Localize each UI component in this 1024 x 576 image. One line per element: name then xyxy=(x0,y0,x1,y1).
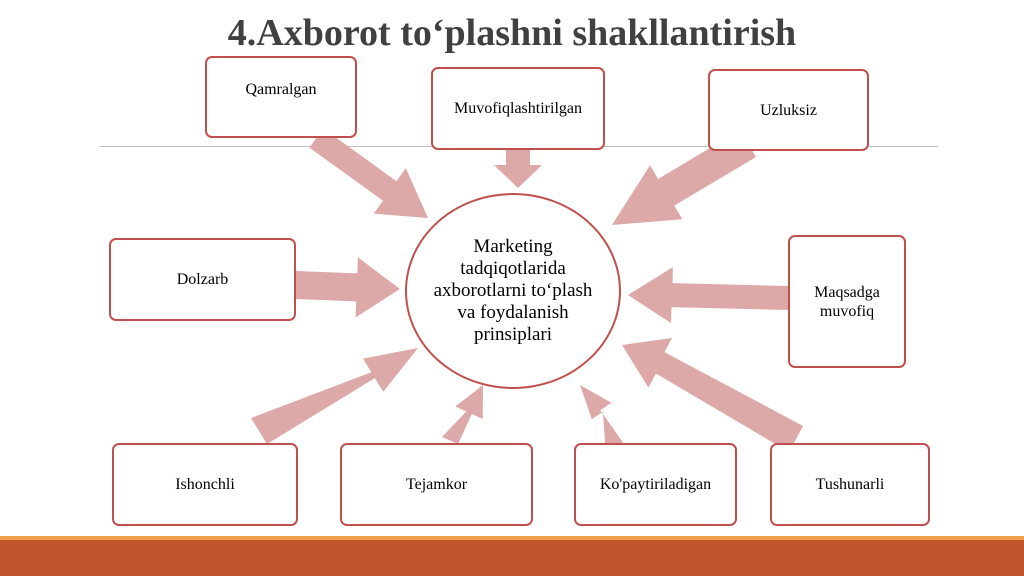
node-uzluksiz: Uzluksiz xyxy=(708,69,869,151)
node-ko-paytiriladigan: Ko'paytiriladigan xyxy=(574,443,737,526)
node-tushunarli: Tushunarli xyxy=(770,443,930,526)
node-tejamkor: Tejamkor xyxy=(340,443,533,526)
node-muvofiqlashtirilgan: Muvofiqlashtirilgan xyxy=(431,67,605,150)
arrow-tejamkor xyxy=(442,385,483,444)
arrow-muvofiqlashtirilgan xyxy=(494,150,542,188)
footer-bar xyxy=(0,540,1024,576)
arrow-qamralgan xyxy=(309,128,428,218)
arrow-dolzarb xyxy=(296,257,400,318)
arrow-maqsadga-muvofiq xyxy=(628,267,788,324)
arrow-ko-paytiriladigan xyxy=(580,385,624,456)
arrow-tushunarli xyxy=(622,338,803,452)
node-qamralgan: Qamralgan xyxy=(205,56,357,138)
node-ishonchli: Ishonchli xyxy=(112,443,298,526)
node-dolzarb: Dolzarb xyxy=(109,238,296,321)
node-maqsadga-muvofiq: Maqsadga muvofiq xyxy=(788,235,906,368)
footer-accent-stripe xyxy=(0,536,1024,540)
arrow-uzluksiz xyxy=(612,130,756,225)
slide-title: 4.Axborot to‘plashni shakllantirish xyxy=(227,12,797,54)
arrow-ishonchli xyxy=(251,348,418,444)
center-circle: Marketing tadqiqotlarida axborotlarni to… xyxy=(405,193,621,389)
